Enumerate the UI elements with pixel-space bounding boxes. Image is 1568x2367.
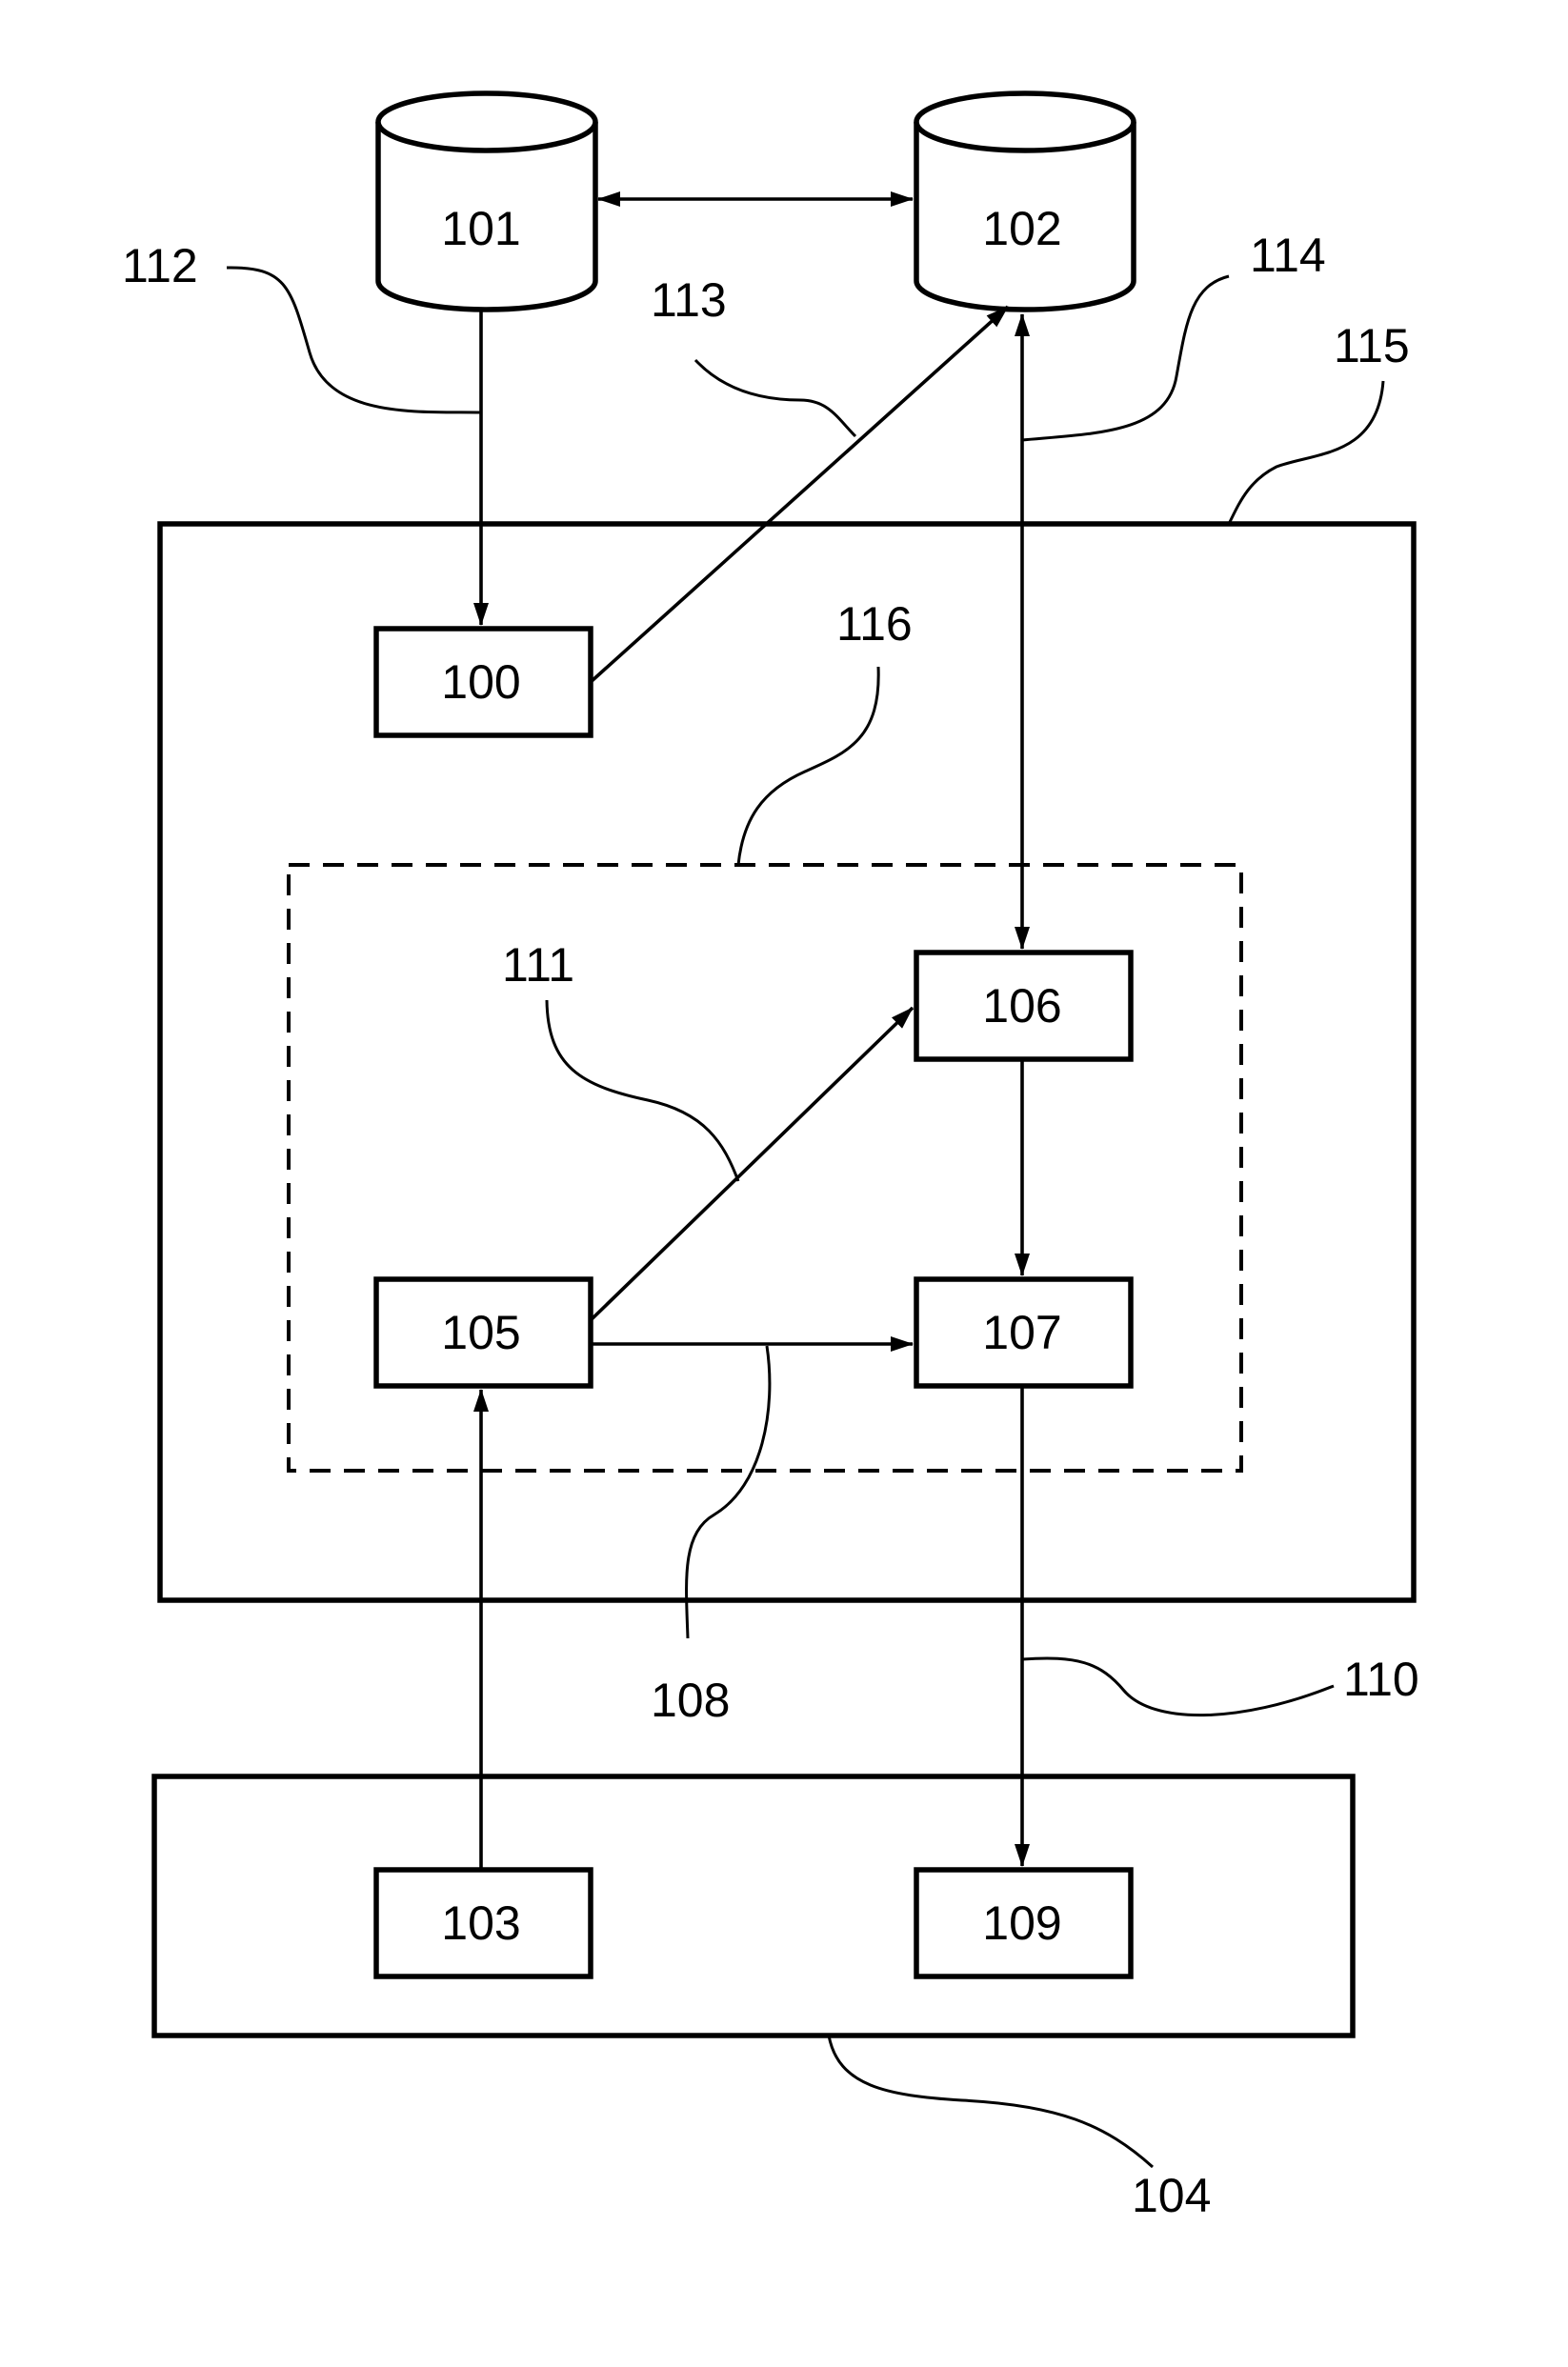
block-103-label: 103: [441, 1896, 520, 1950]
system-container-115: [160, 524, 1414, 1600]
leader-111: [547, 1000, 738, 1181]
link-100-102: [591, 307, 1008, 682]
block-107: 107: [916, 1279, 1131, 1386]
leader-108: [687, 1346, 770, 1638]
block-100-label: 100: [441, 655, 520, 709]
database-101: 101: [378, 93, 595, 310]
block-107-label: 107: [982, 1306, 1061, 1359]
block-100: 100: [376, 629, 591, 735]
link-105-106: [591, 1008, 913, 1320]
ref-113: 113: [651, 273, 727, 327]
ref-115: 115: [1334, 319, 1410, 372]
block-105: 105: [376, 1279, 591, 1386]
database-102: 102: [916, 93, 1134, 310]
database-102-label: 102: [982, 202, 1061, 255]
ref-108: 108: [651, 1674, 730, 1727]
block-105-label: 105: [441, 1306, 520, 1359]
device-container-104: [154, 1776, 1353, 2036]
block-106: 106: [916, 953, 1131, 1059]
leader-110: [1022, 1658, 1334, 1715]
block-109-label: 109: [982, 1896, 1061, 1950]
block-109: 109: [916, 1870, 1131, 1976]
leader-115: [1229, 381, 1383, 524]
ref-114: 114: [1250, 229, 1326, 282]
leader-116: [738, 667, 878, 865]
block-103: 103: [376, 1870, 591, 1976]
ref-112: 112: [122, 239, 198, 292]
leader-104: [829, 2036, 1153, 2167]
ref-104: 104: [1132, 2169, 1211, 2222]
ref-116: 116: [836, 597, 913, 651]
block-106-label: 106: [982, 979, 1061, 1033]
ref-110: 110: [1343, 1653, 1419, 1706]
ref-111: 111: [502, 938, 574, 992]
leader-113: [695, 360, 855, 436]
database-101-label: 101: [441, 202, 520, 255]
